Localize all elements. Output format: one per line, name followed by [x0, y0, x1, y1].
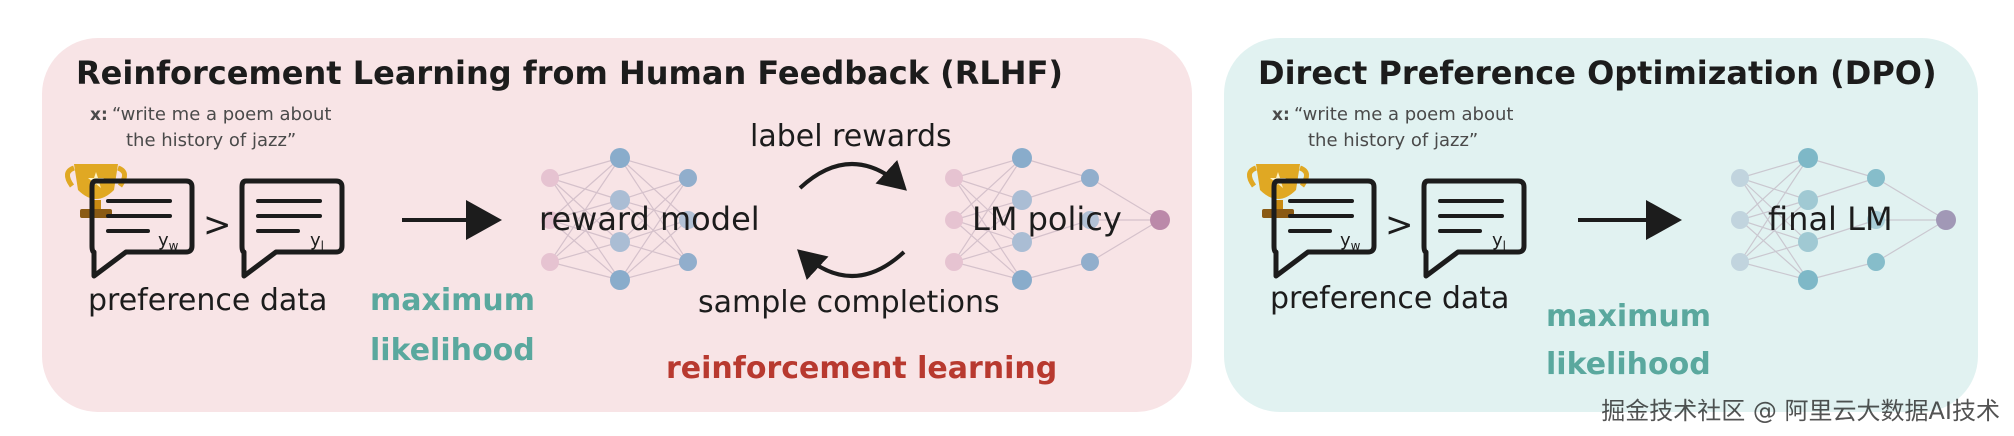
dpo-prompt-line1: “write me a poem about [1294, 104, 1513, 125]
sample-completions-label: sample completions [698, 285, 1000, 320]
cycle-arrow-icon [798, 159, 907, 191]
dpo-max-likelihood-line2: likelihood [1546, 347, 1711, 382]
speech-bubble-icon [1421, 178, 1527, 279]
rlhf-panel [42, 38, 1192, 412]
watermark-text: 掘金技术社区 @ 阿里云大数据AI技术 [1601, 397, 2000, 425]
rlhf-winner-label: yw [158, 230, 179, 253]
dpo-prompt-line2: the history of jazz” [1308, 130, 1478, 151]
neural-network-icon [945, 148, 1170, 290]
dpo-winner-label: yw [1340, 230, 1361, 253]
speech-bubble-icon [1271, 178, 1377, 279]
dpo-title: Direct Preference Optimization (DPO) [1258, 54, 1937, 92]
reinforcement-learning-label: reinforcement learning [666, 351, 1057, 386]
reward-model-label: reward model [539, 200, 760, 238]
neural-network-icon [1731, 148, 1956, 290]
speech-bubble-icon [239, 178, 345, 279]
trophy-icon [1247, 164, 1309, 218]
dpo-max-likelihood-line1: maximum [1546, 299, 1711, 334]
final-lm-label: final LM [1768, 200, 1893, 238]
speech-bubble-icon [89, 178, 195, 279]
label-rewards-label: label rewards [750, 119, 952, 154]
rlhf-preference-data-label: preference data [88, 283, 327, 318]
rlhf-max-likelihood-line2: likelihood [370, 333, 535, 368]
dpo-loser-label: yl [1492, 230, 1506, 253]
rlhf-prompt-tag: x: [90, 105, 108, 125]
dpo-preference-symbol: > [1385, 205, 1414, 245]
neural-network-icon [541, 148, 697, 290]
rlhf-preference-symbol: > [203, 205, 232, 245]
dpo-prompt-tag: x: [1272, 105, 1290, 125]
lm-policy-label: LM policy [972, 200, 1122, 238]
dpo-panel [1224, 38, 1978, 412]
rlhf-prompt-line2: the history of jazz” [126, 130, 296, 151]
dpo-preference-data-label: preference data [1270, 281, 1509, 316]
cycle-arrow-icon [797, 249, 906, 281]
rlhf-max-likelihood-line1: maximum [370, 283, 535, 318]
rlhf-loser-label: yl [310, 230, 324, 253]
rlhf-prompt-line1: “write me a poem about [112, 104, 331, 125]
rlhf-title: Reinforcement Learning from Human Feedba… [76, 54, 1063, 92]
